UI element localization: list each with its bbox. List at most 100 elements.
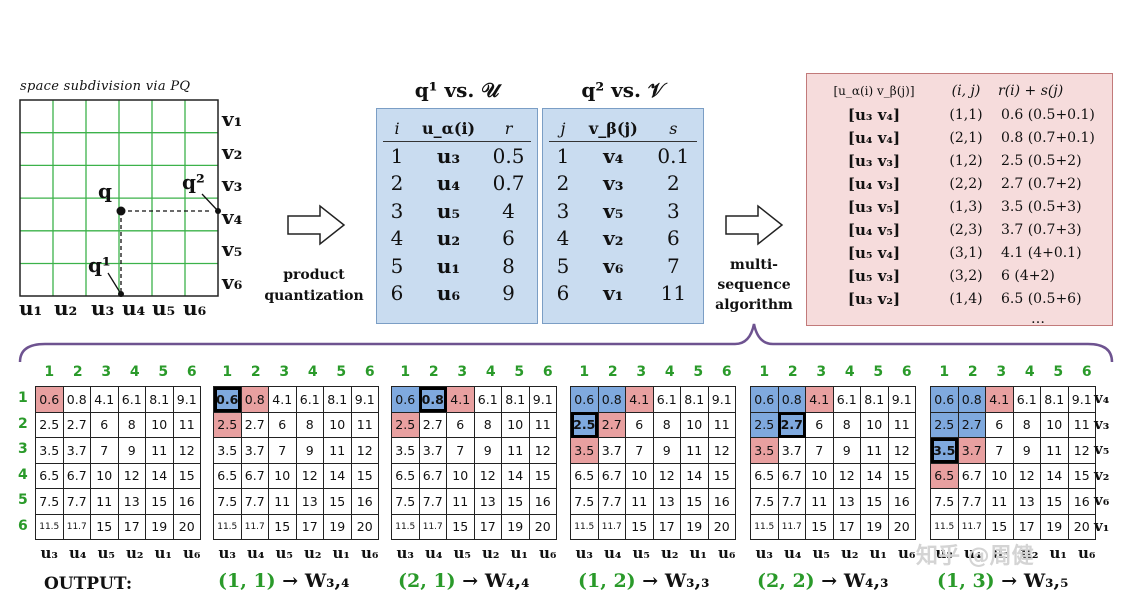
matrix-cell: 15 [501,488,530,515]
matrix-cell: 10 [625,462,654,489]
output-step: (1, 1) → W₃,₄ [218,570,349,592]
matrix-cell: 11 [90,488,119,515]
row-index: 4 [18,466,28,483]
matrix-cell: 3.5 [570,437,599,464]
column-index: 2 [967,364,978,380]
matrix-cell: 16 [707,488,736,515]
matrix-cell: 6.7 [418,462,447,489]
table-u-cell: 6 [390,281,404,306]
column-index: 4 [129,364,140,380]
arrow-glyph: → [275,570,305,592]
matrix-cell: 12 [172,437,201,464]
matrix-cell: 6 [90,411,119,438]
matrix-cell: 20 [172,513,201,540]
matrix-cell: 9 [1012,437,1041,464]
u-label: u₁ [154,544,172,562]
matrix-cell: 6 [625,411,654,438]
column-index: 5 [158,364,169,380]
matrix-cell: 11.7 [957,513,986,540]
matrix-cell: 15 [707,462,736,489]
pairs-cell: [u₄ v₄] [847,128,901,147]
matrix-cell: 16 [528,488,557,515]
pairs-cell: [u₅ v₄] [847,243,901,262]
matrix-cell: 15 [1040,488,1069,515]
matrix-cell: 4.1 [625,386,654,413]
matrix-cell: 11.7 [418,513,447,540]
matrix-cell: 12 [350,437,379,464]
matrix-cell: 6.1 [117,386,146,413]
column-index: 3 [996,364,1007,380]
column-index: 6 [364,364,375,380]
matrix-cell: 8 [1012,411,1041,438]
pairs-cell: 0.8 (0.7+0.1) [1001,129,1095,146]
column-index: 5 [1053,364,1064,380]
row-index: 2 [18,415,28,432]
matrix-cell: 15 [985,513,1014,540]
table-u-cell: 3 [390,198,404,223]
table-v-cell: 3 [666,198,680,223]
matrix-cell: 19 [323,513,352,540]
matrix-cell: 9 [117,437,146,464]
matrix-cell: 11 [860,437,889,464]
table-v-cell: 6 [666,226,680,251]
column-index: 2 [428,364,439,380]
matrix-cell: 11.5 [570,513,599,540]
pairs-row: [u₄ v₃](2,2)2.7 (0.7+2) [813,172,1109,195]
pairs-row: [u₄ v₅](2,3)3.7 (0.7+3) [813,218,1109,241]
table-v-cell: 6 [556,281,570,306]
matrix-cell: 0.6 [750,386,779,413]
column-index: 4 [307,364,318,380]
table-u-cell: u₂ [436,226,461,251]
matrix-cell: 14 [501,462,530,489]
matrix-cell: 4.1 [268,386,297,413]
matrix-cell: 6 [268,411,297,438]
pairs-cell: 6.5 (0.5+6) [1001,290,1082,307]
matrix-cell: 10 [268,462,297,489]
matrix-cell: 0.8 [777,386,806,413]
table-v-cell: 11 [660,281,687,306]
pairs-cell: 3.7 (0.7+3) [1001,221,1082,238]
column-index: 2 [72,364,83,380]
u-label: u₃ [755,544,773,562]
table-u-cell: 1 [390,143,404,168]
pairs-cell: 4.1 (4+0.1) [1001,244,1082,261]
matrix-cell: 4.1 [985,386,1014,413]
u-label: u₅ [992,544,1010,562]
pairs-cell: [u₃ v₂] [847,289,901,308]
column-index: 3 [101,364,112,380]
pairs-cell: [u₃ v₃] [847,151,901,170]
column-index: 1 [44,364,55,380]
u-label: u₃ [575,544,593,562]
matrix-cell: 15 [1067,462,1096,489]
matrix-cell: 11 [707,411,736,438]
table-v-cell: 2 [666,171,680,196]
matrix-cell: 13 [117,488,146,515]
u-label: u₆ [1078,544,1096,562]
matrix-cell: 7.5 [570,488,599,515]
matrix-cell: 15 [805,513,834,540]
step-pair: (2, 1) [398,570,456,592]
table-v-cell: v₃ [603,171,624,196]
pairs-row: [u₄ v₄](2,1)0.8 (0.7+0.1) [813,126,1109,149]
matrix-cell: 7.7 [597,488,626,515]
table-u-cell: 5 [390,253,404,278]
matrix-cell: 2.7 [240,411,269,438]
matrix-cell: 19 [860,513,889,540]
matrix-cell: 13 [295,488,324,515]
matrix-cell: 11 [350,411,379,438]
step-output: W₄,₃ [843,570,889,592]
matrix-cell: 10 [680,411,709,438]
matrix-cell: 6.5 [930,462,959,489]
